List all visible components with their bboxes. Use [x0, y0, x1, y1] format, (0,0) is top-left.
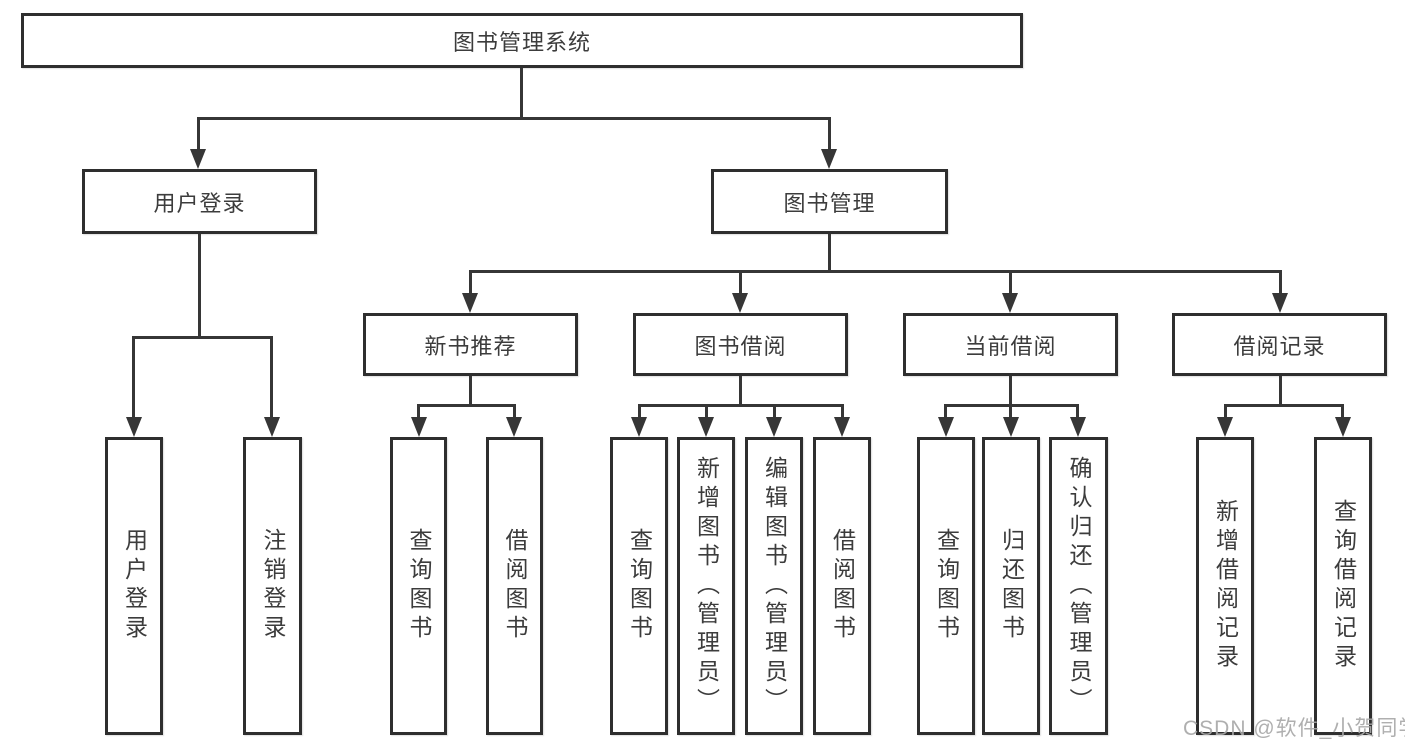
leaf-return-books: 归还图书 — [982, 437, 1040, 735]
arrowhead-down — [1003, 417, 1019, 437]
arrowhead-down — [1335, 417, 1351, 437]
connector-line — [1279, 376, 1282, 407]
connector-line — [1009, 376, 1012, 407]
connector-line — [513, 404, 516, 420]
arrowhead-down — [698, 417, 714, 437]
leaf-user-login: 用户登录 — [105, 437, 163, 735]
connector-line — [773, 404, 776, 420]
leaf-borrow-books-recommend: 借阅图书 — [486, 437, 543, 735]
connector-line — [828, 234, 831, 273]
node-book-management: 图书管理 — [711, 169, 948, 234]
arrowhead-down — [1070, 417, 1086, 437]
connector-line — [739, 376, 742, 407]
connector-line — [469, 270, 1281, 273]
connector-line — [197, 117, 831, 120]
leaf-logout: 注销登录 — [243, 437, 302, 735]
connector-line — [133, 336, 273, 339]
leaf-edit-book-admin: 编辑图书（管理员） — [745, 437, 803, 735]
arrowhead-down — [462, 293, 478, 313]
arrowhead-down — [834, 417, 850, 437]
csdn-watermark: CSDN @软件_小贺同学 — [1183, 717, 1405, 740]
connector-line — [1076, 404, 1079, 420]
arrowhead-down — [821, 149, 837, 169]
connector-line — [469, 270, 472, 295]
connector-line — [418, 404, 516, 407]
connector-line — [705, 404, 708, 420]
leaf-borrow-books: 借阅图书 — [813, 437, 871, 735]
leaf-add-borrow-record: 新增借阅记录 — [1196, 437, 1254, 735]
connector-line — [1009, 270, 1012, 295]
leaf-query-books-borrow: 查询图书 — [610, 437, 668, 735]
connector-line — [198, 234, 201, 339]
connector-line — [1224, 404, 1227, 420]
arrowhead-down — [1217, 417, 1233, 437]
arrowhead-down — [264, 417, 280, 437]
arrowhead-down — [938, 417, 954, 437]
connector-line — [132, 336, 135, 419]
leaf-confirm-return-admin: 确认归还（管理员） — [1049, 437, 1108, 735]
arrowhead-down — [506, 417, 522, 437]
arrowhead-down — [766, 417, 782, 437]
node-borrow-records: 借阅记录 — [1172, 313, 1387, 376]
connector-line — [1279, 270, 1282, 295]
connector-line — [638, 404, 641, 420]
arrowhead-down — [1272, 293, 1288, 313]
arrowhead-down — [1002, 293, 1018, 313]
leaf-query-books-current: 查询图书 — [917, 437, 975, 735]
connector-line — [638, 404, 843, 407]
leaf-query-borrow-record: 查询借阅记录 — [1314, 437, 1372, 735]
node-new-book-recommend: 新书推荐 — [363, 313, 578, 376]
arrowhead-down — [732, 293, 748, 313]
arrowhead-down — [126, 417, 142, 437]
connector-line — [1341, 404, 1344, 420]
connector-line — [270, 336, 273, 419]
connector-line — [197, 117, 200, 153]
connector-line — [417, 404, 420, 420]
connector-line — [520, 68, 523, 120]
connector-line — [944, 404, 947, 420]
node-book-borrow: 图书借阅 — [633, 313, 848, 376]
node-user-login: 用户登录 — [82, 169, 317, 234]
leaf-add-book-admin: 新增图书（管理员） — [677, 437, 735, 735]
connector-line — [469, 376, 472, 407]
arrowhead-down — [190, 149, 206, 169]
connector-line — [1009, 404, 1012, 420]
connector-line — [841, 404, 844, 420]
connector-line — [828, 117, 831, 153]
node-current-borrow: 当前借阅 — [903, 313, 1118, 376]
arrowhead-down — [411, 417, 427, 437]
node-library-system: 图书管理系统 — [21, 13, 1023, 68]
arrowhead-down — [631, 417, 647, 437]
connector-line — [1224, 404, 1344, 407]
connector-line — [739, 270, 742, 295]
leaf-query-books-recommend: 查询图书 — [390, 437, 447, 735]
